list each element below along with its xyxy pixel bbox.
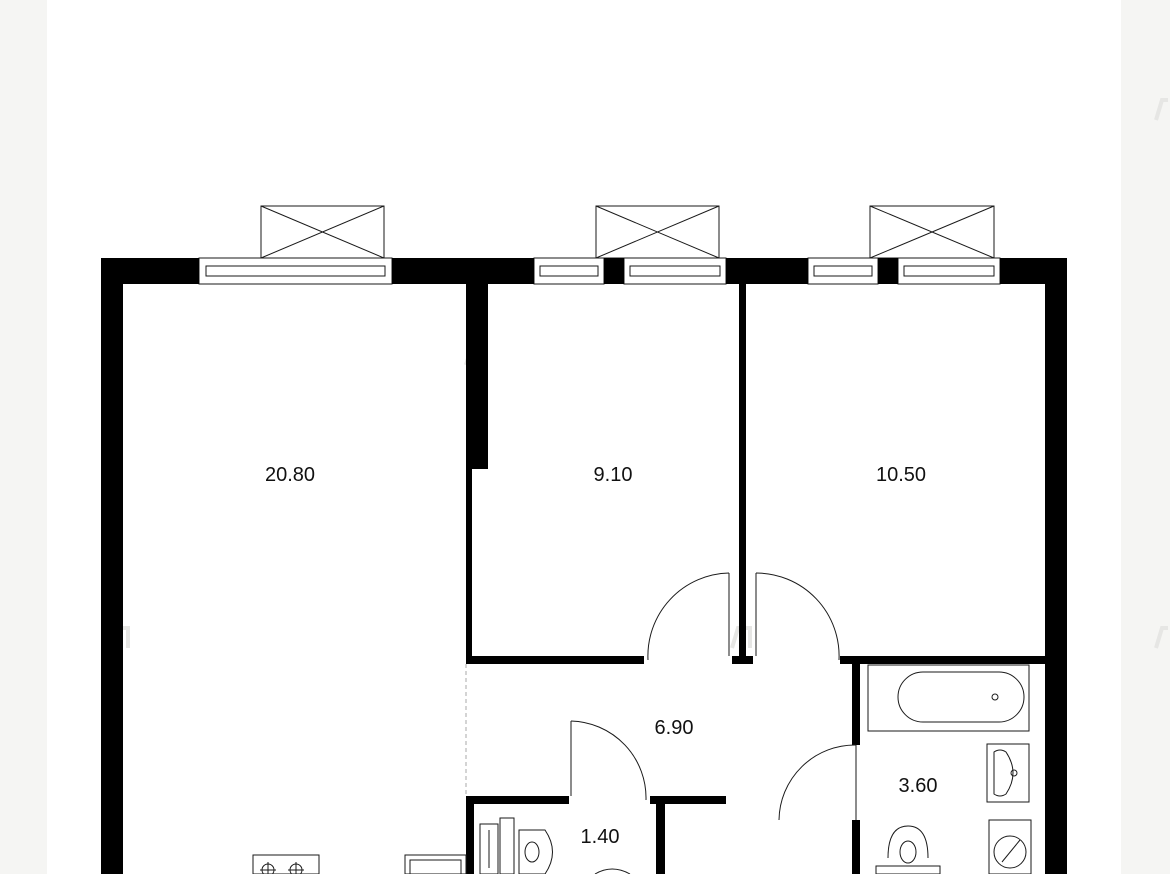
door-bedroom1 — [647, 572, 730, 661]
walls — [101, 258, 1067, 874]
wall-top-1 — [101, 258, 199, 284]
wc-sink — [479, 817, 515, 874]
area-label-toilet: 1.40 — [581, 826, 620, 848]
area-label-hallway: 6.90 — [655, 717, 694, 739]
wall-left — [101, 284, 123, 874]
wall-bedroom-door-post — [732, 656, 753, 664]
wall-living-bedroom1-thin — [466, 469, 472, 663]
bathroom-sink — [986, 743, 1030, 803]
washing-machine — [988, 819, 1032, 874]
wall-right — [1045, 284, 1067, 874]
toilet-bathroom — [875, 825, 941, 874]
bathtub — [867, 664, 1030, 732]
windows — [198, 257, 1001, 285]
wall-toilet-left — [466, 796, 474, 874]
door-bedroom2 — [755, 572, 840, 661]
wall-top-4 — [726, 258, 808, 284]
area-label-bedroom1: 9.10 — [594, 464, 633, 486]
wall-top-5 — [878, 258, 898, 284]
stove — [252, 854, 320, 874]
wall-toilet-top-right — [650, 796, 726, 804]
wall-top-2 — [392, 258, 534, 284]
balcony-boxes — [260, 205, 995, 259]
wall-bathroom-left-bottom — [852, 820, 860, 874]
wall-living-bedroom1-thick — [466, 284, 488, 469]
balcony-box-middle — [595, 205, 720, 259]
kitchen-cabinet — [404, 854, 467, 874]
plan-sheet — [47, 0, 1121, 874]
wall-toilet-right — [656, 796, 665, 874]
wall-bedroom2-bottom — [840, 656, 1067, 664]
balcony-box-left — [260, 205, 385, 259]
door-bathroom — [778, 744, 857, 821]
doors — [570, 572, 857, 821]
area-label-living: 20.80 — [265, 464, 315, 486]
area-label-bedroom2: 10.50 — [876, 464, 926, 486]
area-labels: 20.80 9.10 10.50 6.90 3.60 1.40 — [265, 464, 938, 848]
wall-toilet-top-left — [466, 796, 569, 804]
wall-bedroom1-bottom — [466, 656, 644, 664]
fixtures — [252, 664, 1032, 874]
door-toilet — [570, 720, 647, 801]
wc-fixture-bottom — [594, 868, 631, 874]
wall-bathroom-left-top — [852, 656, 860, 745]
wall-top-3 — [604, 258, 624, 284]
wall-top-6 — [1000, 258, 1067, 284]
balcony-box-right — [869, 205, 995, 259]
area-label-bathroom: 3.60 — [899, 775, 938, 797]
wall-bedroom1-bedroom2 — [739, 284, 746, 664]
